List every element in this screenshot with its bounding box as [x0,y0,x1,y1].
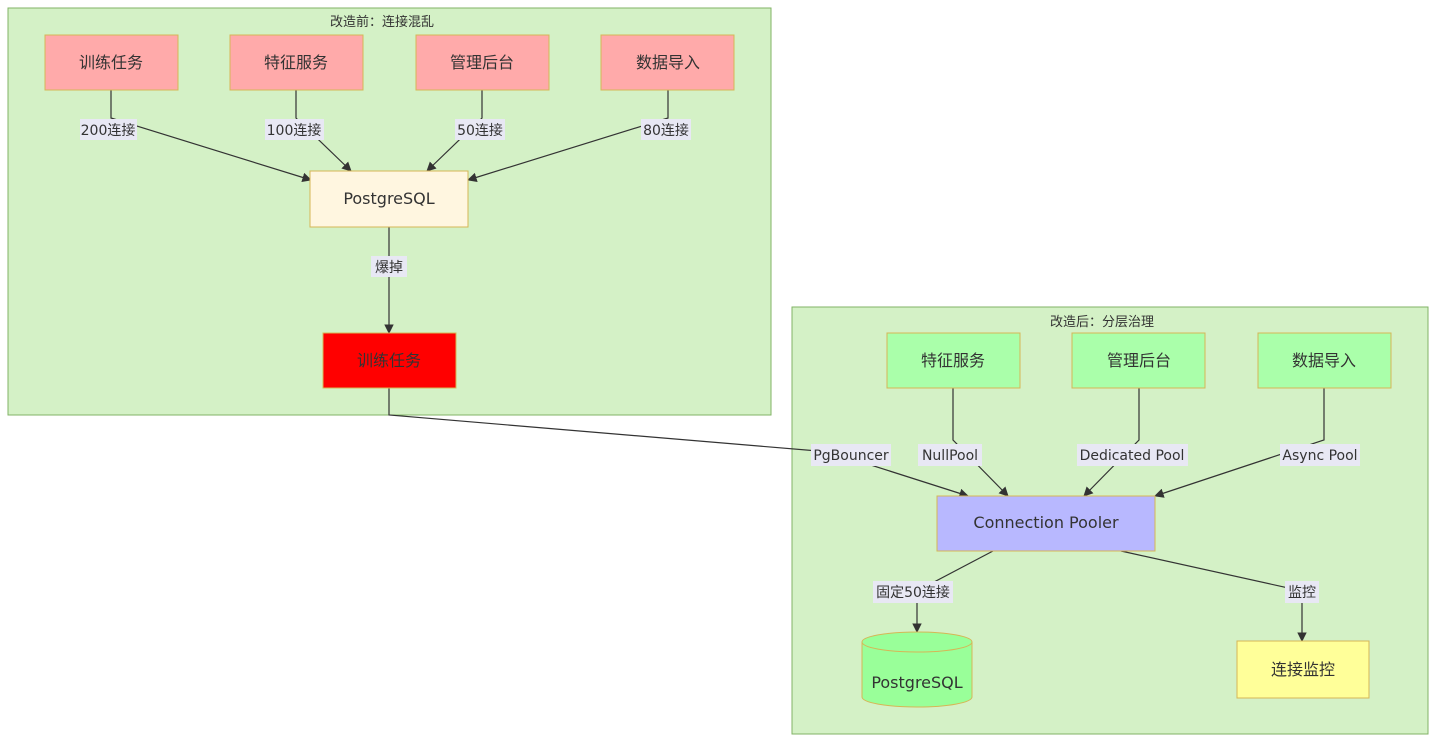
edge-label-nullpool: NullPool [918,444,982,466]
edge-label-100: 100连接 [265,119,324,140]
svg-text:PostgreSQL: PostgreSQL [871,673,962,692]
node-admin-after: 管理后台 [1071,332,1206,389]
node-connection-monitor: 连接监控 [1236,640,1370,699]
svg-text:监控: 监控 [1288,585,1316,601]
svg-text:PgBouncer: PgBouncer [813,448,889,464]
svg-text:100连接: 100连接 [267,122,322,139]
svg-text:80连接: 80连接 [643,122,689,139]
node-feature-before: 特征服务 [229,34,364,91]
svg-text:50连接: 50连接 [457,122,503,139]
svg-text:训练任务: 训练任务 [79,53,143,72]
edge-feature-to-pooler [952,388,1009,497]
edge-import-to-pg [467,90,669,183]
svg-text:数据导入: 数据导入 [1292,351,1356,370]
edge-label-boom: 爆掉 [371,256,407,277]
cluster-after-title: 改造后：分层治理 [1050,315,1154,330]
svg-text:连接监控: 连接监控 [1271,660,1335,679]
edge-label-80: 80连接 [641,119,691,140]
node-admin-before: 管理后台 [415,34,550,91]
svg-text:Async Pool: Async Pool [1282,448,1357,464]
svg-text:固定50连接: 固定50连接 [876,584,950,601]
svg-text:数据导入: 数据导入 [636,53,700,72]
edge-label-fixed-50: 固定50连接 [873,581,953,603]
node-train-overloaded: 训练任务 [322,332,457,389]
database-cylinder-top [861,631,973,653]
svg-text:Dedicated Pool: Dedicated Pool [1080,448,1185,464]
svg-text:管理后台: 管理后台 [450,53,514,72]
svg-text:200连接: 200连接 [81,122,136,139]
svg-text:管理后台: 管理后台 [1107,351,1171,370]
edge-admin-to-pg [426,90,483,172]
node-connection-pooler: Connection Pooler [936,495,1156,552]
edge-label-200: 200连接 [80,119,137,140]
node-import-after: 数据导入 [1257,332,1392,389]
edge-train-to-pg [110,90,312,183]
svg-text:特征服务: 特征服务 [921,351,985,370]
svg-text:Connection Pooler: Connection Pooler [973,513,1119,532]
edge-admin-to-pooler [1083,388,1140,497]
svg-text:爆掉: 爆掉 [375,260,403,276]
edge-train-bad-to-pooler [388,388,969,498]
cluster-before-title: 改造前：连接混乱 [330,14,434,30]
edge-label-pgbouncer: PgBouncer [811,444,891,466]
svg-text:PostgreSQL: PostgreSQL [343,189,434,208]
node-postgres-database: PostgreSQL [861,631,973,708]
database-cylinder-body [861,642,973,708]
edge-label-async-pool: Async Pool [1280,444,1360,466]
node-postgres-before: PostgreSQL [309,170,469,228]
svg-text:特征服务: 特征服务 [264,53,328,72]
edge-label-dedicated-pool: Dedicated Pool [1077,444,1188,466]
edge-import-to-pooler [1154,388,1325,498]
node-feature-after: 特征服务 [886,332,1021,389]
svg-text:NullPool: NullPool [922,448,978,464]
node-import-before: 数据导入 [600,34,735,91]
edge-label-monitor: 监控 [1285,581,1319,603]
edge-label-50: 50连接 [455,119,505,140]
edges-before [110,90,669,334]
node-train-before: 训练任务 [44,34,179,91]
edge-feature-to-pg [295,90,352,172]
svg-text:训练任务: 训练任务 [357,351,421,370]
